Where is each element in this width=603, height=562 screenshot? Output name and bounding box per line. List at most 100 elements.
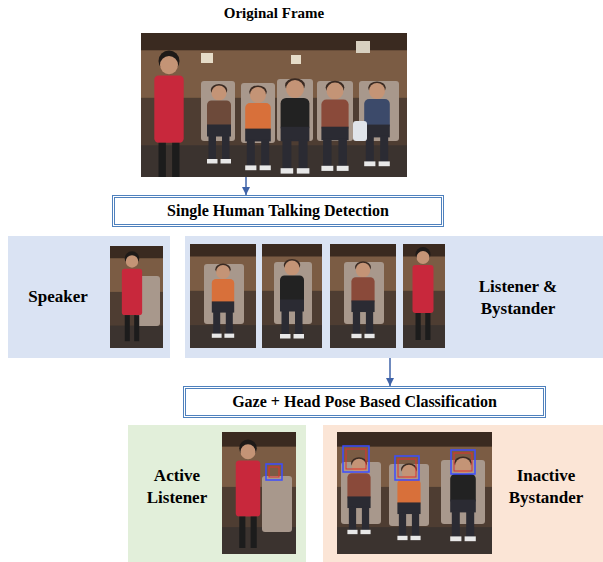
photo-part <box>122 269 142 315</box>
photo-part <box>410 536 420 540</box>
photo-illustration <box>190 244 256 352</box>
frame-panel: Original Frame <box>141 4 407 177</box>
photo-part <box>282 310 290 336</box>
photo-illustration <box>403 244 445 352</box>
photo-part <box>240 444 255 459</box>
photo-part <box>251 517 257 549</box>
photo-part <box>297 168 310 173</box>
photo-part <box>245 129 271 142</box>
photo-part <box>294 334 305 339</box>
photo-part <box>454 453 472 471</box>
photo-part <box>351 300 374 312</box>
photo-part <box>353 311 360 336</box>
photo-part <box>212 86 227 101</box>
photo-part <box>321 166 333 171</box>
photo-part <box>416 313 421 340</box>
photo-illustration <box>141 33 407 181</box>
photo-part <box>356 263 371 278</box>
photo-part <box>330 325 396 348</box>
photo-part <box>450 536 461 541</box>
photo-part <box>260 165 271 170</box>
photo-illustration <box>262 244 322 352</box>
photo-part <box>262 244 322 348</box>
photo-part <box>141 33 407 177</box>
text-holder: Active Listener <box>134 465 220 509</box>
photo-part <box>327 83 344 100</box>
photo-part <box>347 496 370 508</box>
photo-part <box>282 139 291 170</box>
photo-part <box>369 83 385 99</box>
photo-part <box>295 310 303 336</box>
photo-part <box>403 325 445 348</box>
photo-part <box>338 139 347 168</box>
photo-part <box>380 136 388 163</box>
photo-part <box>159 143 166 177</box>
photo-part <box>201 81 235 141</box>
photo-illustration <box>222 432 296 558</box>
photo-part <box>280 300 304 312</box>
photo-part <box>221 159 232 164</box>
photo-part <box>403 244 445 348</box>
photo-part <box>222 432 296 447</box>
photo-part <box>330 244 396 256</box>
photo-part <box>352 459 367 474</box>
process-box: Single Human Talking Detection <box>112 195 444 227</box>
photo-part <box>323 139 332 168</box>
photo-part <box>207 125 231 137</box>
photo-part <box>343 446 369 472</box>
box-label: Single Human Talking Detection <box>167 201 389 222</box>
photo-part <box>241 83 275 143</box>
photo-part <box>351 334 361 338</box>
photo-part <box>317 81 353 141</box>
photo-part <box>364 125 390 138</box>
photo-part <box>266 464 282 480</box>
photo-part <box>125 315 130 341</box>
photo-part <box>110 246 163 348</box>
photo-part <box>245 165 256 170</box>
photo-part <box>366 136 374 163</box>
band-label: Original Frame <box>141 4 407 24</box>
photo-part <box>212 301 234 312</box>
photo-part <box>397 502 420 514</box>
photo-part <box>172 143 179 177</box>
band-label: Speaker <box>12 286 104 308</box>
text-holder: Inactive Bystander <box>493 465 599 509</box>
photo-part <box>222 432 296 554</box>
photo-part <box>281 127 310 141</box>
flow-arrow <box>389 358 391 386</box>
photo-part <box>321 127 348 141</box>
photo-part <box>286 80 304 98</box>
photo-part <box>330 244 396 348</box>
photo-part <box>207 159 218 164</box>
photo-illustration <box>330 244 396 352</box>
photo-part <box>281 168 294 173</box>
photo-part <box>364 161 375 166</box>
band-label: Active Listener <box>134 465 220 509</box>
photo-part <box>154 76 183 143</box>
photo-part <box>366 311 373 336</box>
photo-part <box>226 311 233 335</box>
photo-illustration <box>337 432 492 558</box>
listener-band: Listener & Bystander <box>185 236 603 358</box>
photo-part <box>134 315 139 341</box>
photo-part <box>110 246 163 348</box>
text-holder: Original Frame <box>141 4 407 24</box>
photo-part <box>299 139 308 170</box>
photo-part <box>291 55 301 64</box>
photo-part <box>399 513 406 538</box>
photo-part <box>450 500 476 513</box>
photo-part <box>262 244 322 256</box>
photo-part <box>250 87 266 103</box>
photo-part <box>349 507 356 532</box>
photo-part <box>201 53 213 63</box>
photo-illustration <box>110 246 163 352</box>
photo-part <box>417 251 430 264</box>
photo-part <box>412 513 419 538</box>
photo-part <box>213 311 220 335</box>
photo-part <box>190 325 256 348</box>
photo-part <box>337 432 492 554</box>
photo-part <box>262 476 292 532</box>
photo-part <box>398 459 416 477</box>
photo-part <box>277 79 313 141</box>
